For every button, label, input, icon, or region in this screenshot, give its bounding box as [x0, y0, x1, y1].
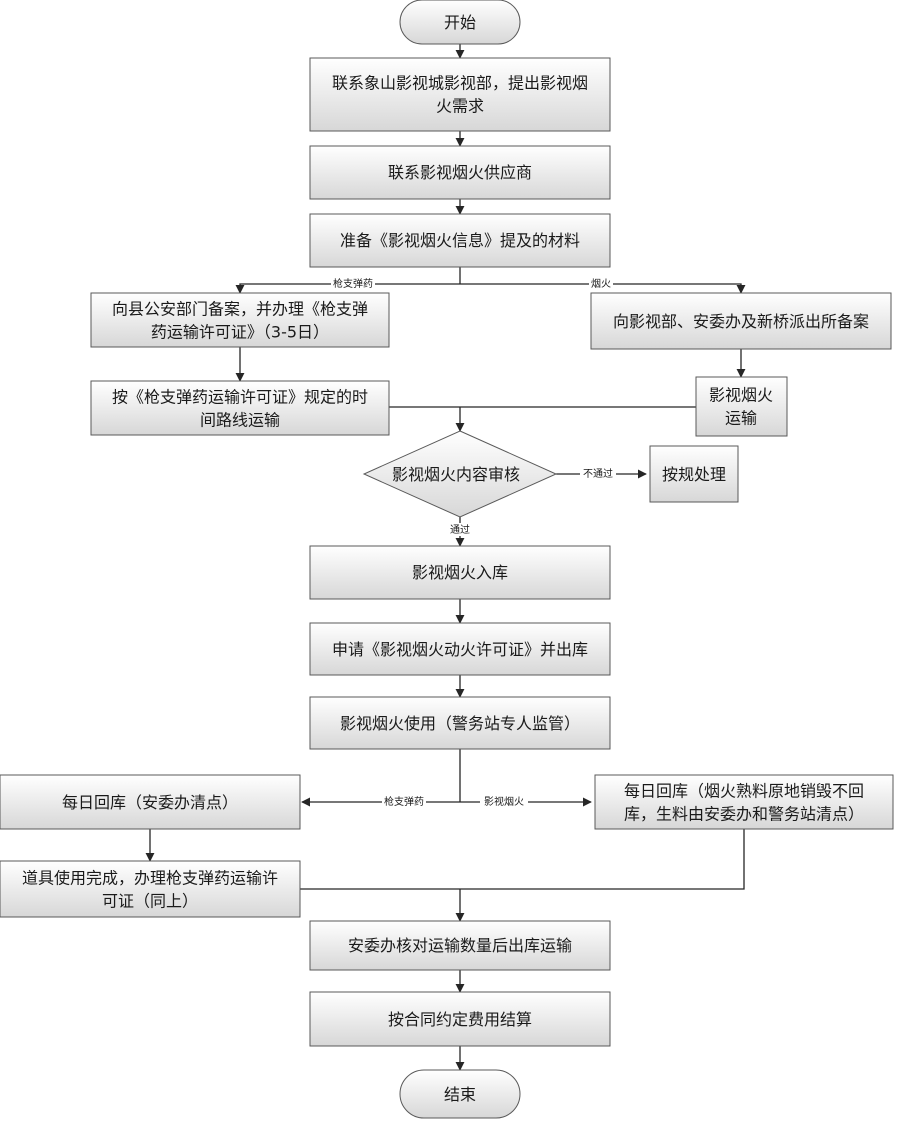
- node-text-line: 联系影视烟火供应商: [388, 163, 532, 182]
- usage-label: 影视烟火使用（警务站专人监管）: [340, 714, 580, 733]
- storage-in-label: 影视烟火入库: [412, 563, 508, 582]
- prepare-materials-box: [309, 213, 611, 268]
- daily-return-left-label: 每日回库（安委办清点）: [62, 793, 238, 812]
- check-out-label: 安委办核对运输数量后出库运输: [348, 936, 572, 955]
- daily-return-right-label: 每日回库（烟火熟料原地销毁不回库，生料由安委办和警务站清点）: [624, 781, 864, 823]
- police-filing-box: [90, 292, 390, 348]
- props-done-label: 道具使用完成，办理枪支弹药运输许可证（同上）: [22, 868, 278, 910]
- node-text-line: 药运输许可证》（3-5日）: [151, 322, 329, 341]
- usage-box: [309, 696, 611, 750]
- apply-permit-box: [309, 622, 611, 676]
- daily-return-left-box: [0, 774, 301, 830]
- transport-by-permit-label: 按《枪支弹药运输许可证》规定的时间路线运输: [112, 387, 368, 429]
- edge-branch-left: [235, 283, 460, 294]
- node-text-line: 按合同约定费用结算: [388, 1010, 532, 1029]
- check-out-box: [309, 920, 611, 971]
- edge-label-guns-bottom: 枪支弹药: [384, 795, 424, 808]
- props-done-box: [0, 860, 301, 918]
- daily-return-right-box: [594, 774, 894, 830]
- firework-filing-box: [590, 292, 892, 350]
- node-text-line: 每日回库（安委办清点）: [62, 793, 238, 812]
- contact-supplier-label: 联系影视烟火供应商: [388, 163, 532, 182]
- node-text-line: 准备《影视烟火信息》提及的材料: [340, 231, 580, 250]
- node-text-line: 影视烟火使用（警务站专人监管）: [340, 714, 580, 733]
- edge-branch-right: [460, 283, 746, 294]
- node-text-line: 联系象山影视城影视部，提出影视烟: [332, 73, 588, 92]
- node-text-line: 结束: [444, 1085, 476, 1104]
- node-text-line: 每日回库（烟火熟料原地销毁不回: [624, 781, 864, 800]
- end-terminal: [399, 1069, 521, 1119]
- edge-label-fireworks-top: 烟火: [591, 277, 611, 290]
- edge-rightreturn-merge: [460, 829, 745, 890]
- start-label: 开始: [444, 13, 476, 32]
- node-text-line: 影视烟火内容审核: [392, 465, 520, 484]
- settlement-box: [309, 991, 611, 1047]
- police-filing-label: 向县公安部门备案，并办理《枪支弹药运输许可证》（3-5日）: [112, 299, 368, 341]
- contact-studio-box: [309, 57, 611, 132]
- firework-transport-box: [695, 376, 788, 437]
- node-text-line: 道具使用完成，办理枪支弹药运输许: [22, 868, 278, 887]
- firework-transport-label: 影视烟火运输: [709, 385, 773, 427]
- node-text-line: 库，生料由安委办和警务站清点）: [624, 804, 864, 823]
- node-text-line: 间路线运输: [200, 410, 280, 429]
- node-text-line: 向影视部、安委办及新桥派出所备案: [613, 312, 869, 331]
- end-label: 结束: [444, 1085, 476, 1104]
- node-text-line: 按《枪支弹药运输许可证》规定的时: [112, 387, 368, 406]
- node-text-line: 按规处理: [662, 465, 726, 484]
- prepare-materials-label: 准备《影视烟火信息》提及的材料: [340, 231, 580, 250]
- node-text-line: 火需求: [436, 96, 484, 115]
- contact-studio-label: 联系象山影视城影视部，提出影视烟火需求: [332, 73, 588, 115]
- node-text-line: 影视烟火入库: [412, 563, 508, 582]
- node-text-line: 向县公安部门备案，并办理《枪支弹: [112, 299, 368, 318]
- transport-by-permit-box: [90, 380, 390, 436]
- review-label: 影视烟火内容审核: [392, 465, 520, 484]
- node-text-line: 运输: [725, 408, 757, 427]
- start-terminal: [399, 0, 521, 45]
- edge-label-pass: 通过: [450, 523, 470, 536]
- node-text-line: 申请《影视烟火动火许可证》并出库: [332, 640, 588, 659]
- edge-label-fireworks-bottom: 影视烟火: [484, 795, 524, 808]
- handle-by-rules-label: 按规处理: [662, 465, 726, 484]
- firework-filing-label: 向影视部、安委办及新桥派出所备案: [613, 312, 869, 331]
- edge-label-not-pass: 不通过: [583, 467, 613, 480]
- settlement-label: 按合同约定费用结算: [388, 1010, 532, 1029]
- node-text-line: 影视烟火: [709, 385, 773, 404]
- review-decision: [362, 430, 558, 518]
- node-text-line: 可证（同上）: [102, 891, 198, 910]
- handle-by-rules-box: [649, 445, 739, 503]
- node-text-line: 开始: [444, 13, 476, 32]
- contact-supplier-box: [309, 145, 611, 200]
- apply-permit-label: 申请《影视烟火动火许可证》并出库: [332, 640, 588, 659]
- node-text-line: 安委办核对运输数量后出库运输: [348, 936, 572, 955]
- edge-label-guns-top: 枪支弹药: [333, 277, 373, 290]
- storage-in-box: [309, 545, 611, 600]
